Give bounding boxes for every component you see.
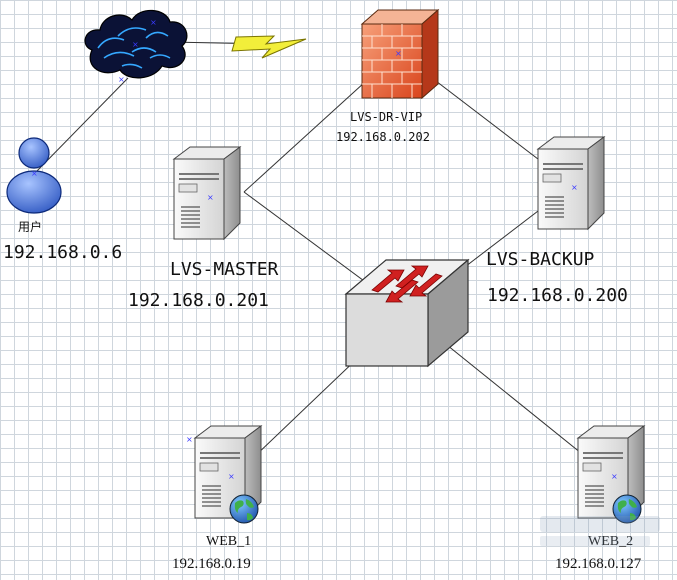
firewall-ip: 192.168.0.202	[336, 130, 430, 144]
svg-text:×: ×	[186, 435, 193, 444]
web2-name: WEB_2	[588, 535, 633, 549]
server-icon-web2: ×	[577, 425, 645, 519]
lightning-icon	[231, 35, 307, 59]
svg-text:×: ×	[395, 49, 402, 58]
lvs-master-name: LVS-MASTER	[170, 259, 279, 280]
svg-text:×: ×	[611, 472, 618, 481]
lvs-master-ip: 192.168.0.201	[128, 290, 269, 311]
server-icon-lvs-master: ×	[173, 146, 241, 240]
web1-ip: 192.168.0.19	[172, 556, 251, 572]
globe-icon-web1	[229, 494, 259, 524]
svg-text:×: ×	[150, 18, 157, 27]
svg-text:×: ×	[132, 40, 139, 49]
firewall-icon: ×	[360, 8, 440, 100]
switch-icon	[344, 258, 470, 368]
lvs-backup-name: LVS-BACKUP	[486, 249, 595, 270]
firewall-name: LVS-DR-VIP	[350, 110, 423, 124]
web2-ip: 192.168.0.127	[555, 556, 642, 572]
user-name: 用户	[18, 220, 43, 234]
lvs-backup-ip: 192.168.0.200	[487, 285, 628, 306]
svg-text:×: ×	[228, 472, 235, 481]
watermark-logo	[540, 516, 660, 546]
svg-text:×: ×	[207, 193, 214, 202]
svg-text:×: ×	[118, 75, 125, 84]
svg-text:×: ×	[31, 169, 38, 178]
cloud-icon: × × ×	[84, 9, 188, 84]
user-icon: ×	[6, 137, 62, 214]
web1-name: WEB_1	[206, 534, 252, 549]
server-icon-lvs-backup: ×	[537, 136, 605, 230]
server-icon-web1: ×	[194, 425, 262, 519]
link-user-cloud	[35, 77, 129, 173]
user-ip: 192.168.0.6	[3, 242, 123, 263]
svg-text:×: ×	[571, 183, 578, 192]
